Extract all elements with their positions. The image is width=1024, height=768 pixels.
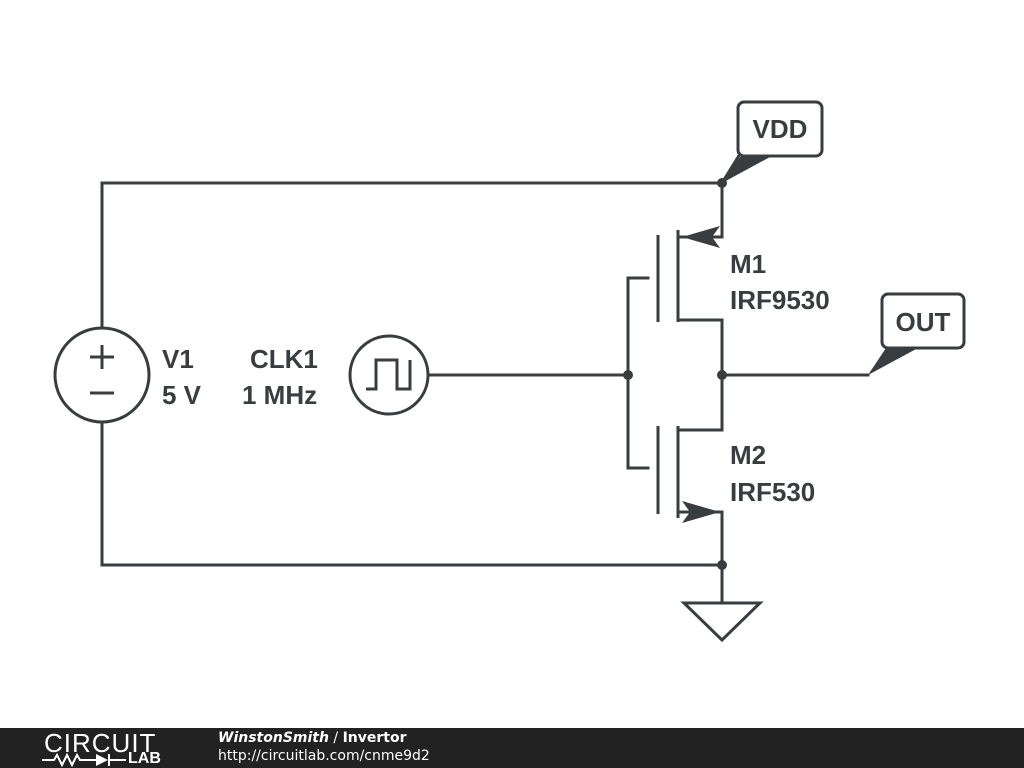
logo-text-lab: LAB: [128, 750, 161, 767]
square-wave-icon: [348, 334, 430, 416]
schematic: V1 5 V CLK1 1 MHz M1 IRF9530 M2 IRF530 V…: [53, 100, 966, 643]
footer-bar: CIRCUIT LAB WinstonSmith / Invertor http…: [0, 728, 1024, 768]
junction-out: [717, 370, 727, 380]
clk1-value: 1 MHz: [242, 380, 317, 410]
junction-gate: [623, 370, 633, 380]
circuit-url[interactable]: http://circuitlab.com/cnme9d2: [218, 748, 430, 764]
dc-voltage-source-icon: [53, 326, 151, 424]
out-label-text: OUT: [896, 307, 951, 337]
resistor-diode-icon: [42, 753, 126, 767]
junction-gnd: [717, 560, 727, 570]
circuit-title[interactable]: Invertor: [342, 730, 407, 746]
out-net-label: OUT: [868, 292, 966, 375]
m1-part: IRF9530: [730, 285, 830, 315]
credit-separator: /: [328, 730, 343, 746]
clk1-name: CLK1: [250, 344, 318, 374]
v1-value: 5 V: [162, 380, 202, 410]
m2-part: IRF530: [730, 477, 815, 507]
m2-arrow: [682, 501, 720, 523]
nmos-transistor-m2: [656, 426, 720, 523]
wires: [100, 181, 870, 605]
m1-arrow: [682, 226, 720, 248]
pmos-transistor-m1: [656, 226, 720, 322]
v1-name: V1: [162, 344, 194, 374]
author-name[interactable]: WinstonSmith: [218, 730, 329, 746]
vdd-net-label: VDD: [720, 100, 824, 184]
m1-name: M1: [730, 249, 766, 279]
m2-name: M2: [730, 440, 766, 470]
vdd-label-text: VDD: [753, 114, 808, 144]
logo-text-circuit: CIRCUIT: [44, 728, 157, 758]
circuit-credit: WinstonSmith / Invertor: [218, 730, 407, 746]
wire-m1-drain: [676, 318, 724, 432]
ground-icon: [680, 601, 764, 643]
